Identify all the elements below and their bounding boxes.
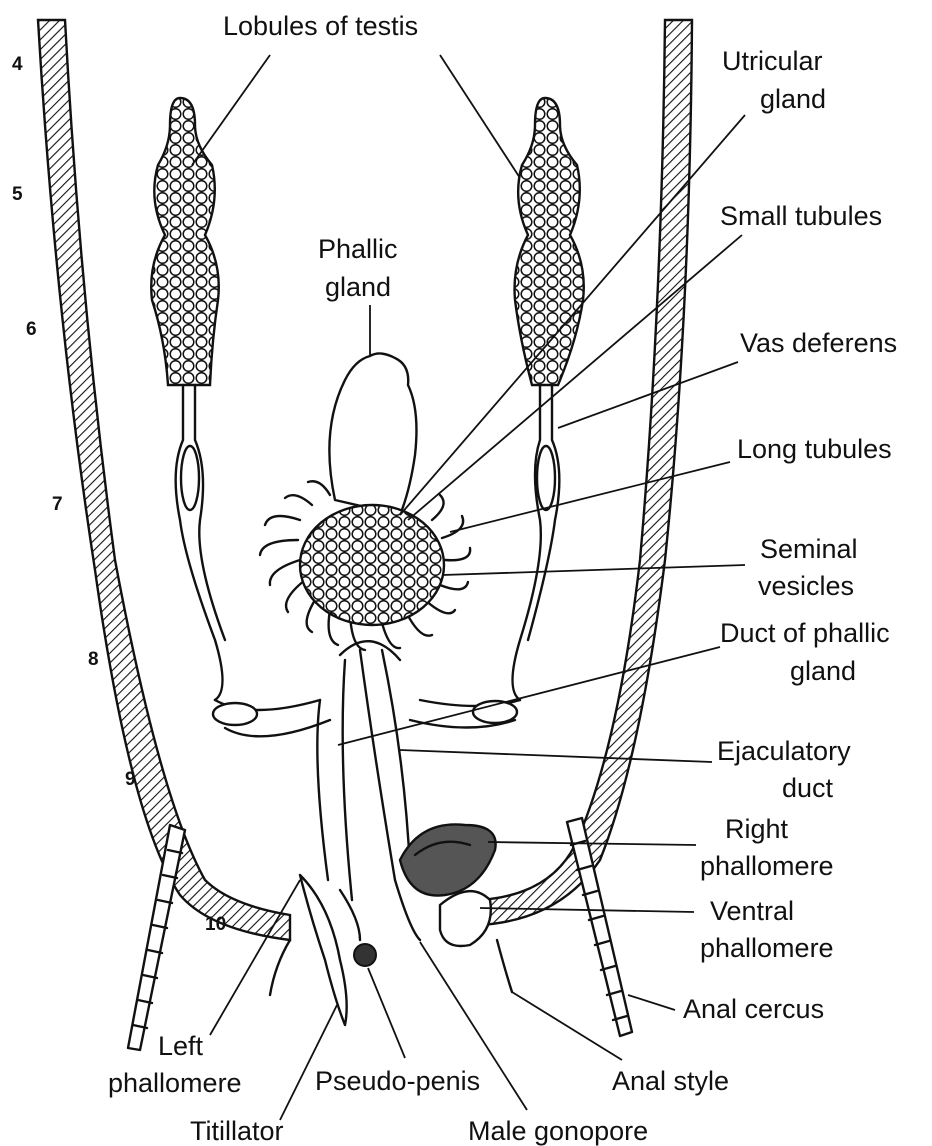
label-ejaculatory-duct-line2: duct: [782, 773, 834, 803]
label-right-phallomere-line2: phallomere: [700, 851, 834, 881]
label-left-phallomere-line2: phallomere: [108, 1068, 242, 1098]
segment-5: 5: [12, 184, 23, 205]
segment-6: 6: [26, 319, 37, 340]
label-titillator: Titillator: [190, 1116, 284, 1146]
segment-4: 4: [12, 54, 23, 75]
label-anal-cercus: Anal cercus: [683, 994, 824, 1024]
label-duct-of-phallic-gland-line2: gland: [790, 656, 856, 686]
anal-style: [497, 940, 512, 992]
phallic-gland: [329, 353, 416, 515]
label-seminal-vesicles-line2: vesicles: [758, 571, 854, 601]
segment-8: 8: [88, 649, 99, 670]
label-left-phallomere-line1: Left: [158, 1031, 204, 1061]
label-ventral-phallomere-line1: Ventral: [710, 896, 794, 926]
segment-7: 7: [52, 494, 63, 515]
right-body-wall: [480, 20, 692, 925]
ventral-phallomere: [440, 891, 491, 946]
seminal-vesicles-cluster: [260, 481, 470, 650]
label-duct-of-phallic-gland-line1: Duct of phallic: [720, 618, 890, 648]
label-small-tubules: Small tubules: [720, 201, 882, 231]
label-utricular-gland-line1: Utricular: [722, 46, 823, 76]
label-anal-style: Anal style: [612, 1066, 729, 1096]
label-right-phallomere-line1: Right: [725, 814, 789, 844]
label-ventral-phallomere-line2: phallomere: [700, 933, 834, 963]
right-phallomere: [400, 824, 496, 895]
label-vas-deferens: Vas deferens: [740, 328, 897, 358]
label-long-tubules: Long tubules: [737, 434, 892, 464]
label-pseudo-penis: Pseudo-penis: [315, 1066, 480, 1096]
ejaculatory-and-phallic-ducts: [317, 641, 420, 940]
label-male-gonopore: Male gonopore: [468, 1116, 648, 1146]
segment-10: 10: [205, 914, 226, 935]
label-lobules-of-testis: Lobules of testis: [223, 11, 418, 41]
label-ejaculatory-duct-line1: Ejaculatory: [717, 736, 851, 766]
label-phallic-gland-line1: Phallic: [318, 234, 398, 264]
label-seminal-vesicles-line1: Seminal: [760, 534, 858, 564]
pseudo-penis: [354, 944, 376, 966]
segment-9: 9: [125, 769, 136, 790]
labels: Lobules of testis Utricular gland Small …: [108, 11, 897, 1146]
label-phallic-gland-line2: gland: [325, 272, 391, 302]
left-anal-cercus: [128, 825, 185, 1050]
label-utricular-gland-line2: gland: [760, 84, 826, 114]
left-phallomere-and-titillator: [270, 875, 360, 1025]
